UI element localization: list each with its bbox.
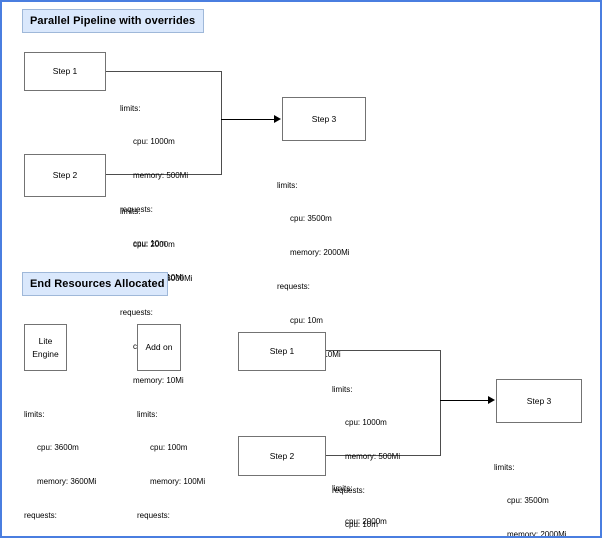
top-spec-step3-limits-cpu: cpu: 3500m	[290, 214, 332, 224]
top-connector-to-step3	[221, 119, 275, 120]
bottom-spec-lite-engine-limits-cpu: cpu: 3600m	[37, 443, 79, 453]
bottom-spec-step1-requests-cpu: cpu: 10m	[345, 520, 378, 530]
section-title-parallel-pipeline: Parallel Pipeline with overrides	[22, 9, 204, 33]
bottom-node-step3-label: Step 3	[526, 395, 552, 406]
bottom-spec-lite-engine: limits: cpu: 3600m memory: 3600Mi reques…	[24, 386, 97, 536]
bottom-spec-step2: limits: cpu: 2000m memory: 3000Mi reques…	[332, 460, 405, 536]
top-spec-step3-requests-header: requests:	[277, 282, 310, 292]
top-connector-step2-horizontal	[106, 174, 221, 175]
top-spec-step3-limits-memory: memory: 2000Mi	[290, 248, 350, 258]
top-node-step3[interactable]: Step 3	[282, 97, 366, 141]
bottom-node-step1[interactable]: Step 1	[238, 332, 326, 371]
bottom-spec-step3-limits-header: limits:	[494, 462, 515, 472]
top-arrowhead-step3	[274, 115, 281, 123]
top-spec-step1-limits-memory: memory: 500Mi	[133, 171, 189, 181]
bottom-spec-step3-limits-cpu: cpu: 3500m	[507, 496, 549, 506]
bottom-spec-step2-limits-cpu: cpu: 2000m	[345, 517, 387, 527]
top-node-step1-label: Step 1	[52, 66, 78, 77]
bottom-connector-junction-vertical	[440, 350, 441, 456]
top-node-step2[interactable]: Step 2	[24, 154, 106, 197]
top-spec-step3-requests-cpu: cpu: 10m	[290, 316, 323, 326]
bottom-node-step3[interactable]: Step 3	[496, 379, 582, 423]
top-spec-step1-requests-header: requests:	[120, 205, 153, 215]
bottom-spec-add-on-requests-header: requests:	[137, 511, 170, 521]
bottom-spec-step1: limits: cpu: 1000m memory: 500Mi request…	[332, 361, 401, 536]
bottom-node-step2-label: Step 2	[269, 450, 295, 461]
top-spec-step1-limits-cpu: cpu: 1000m	[133, 137, 175, 147]
bottom-node-lite-engine[interactable]: Lite Engine	[24, 324, 67, 371]
bottom-node-step1-label: Step 1	[269, 346, 295, 357]
bottom-node-lite-engine-label-line1: Lite	[38, 336, 53, 347]
bottom-spec-lite-engine-requests-header: requests:	[24, 511, 57, 521]
bottom-spec-step1-limits-header: limits:	[332, 384, 353, 394]
bottom-spec-lite-engine-limits-memory: memory: 3600Mi	[37, 477, 97, 487]
top-spec-step2-limits-cpu: cpu: 2000m	[133, 240, 175, 250]
top-spec-step2-limits-header: limits:	[120, 206, 141, 216]
top-spec-step3-limits-header: limits:	[277, 180, 298, 190]
bottom-spec-add-on: limits: cpu: 100m memory: 100Mi requests…	[137, 386, 206, 536]
bottom-connector-to-step3	[440, 400, 488, 401]
bottom-spec-step3: limits: cpu: 3500m memory: 2000Mi reques…	[494, 439, 567, 538]
top-spec-step2-requests-memory: memory: 10Mi	[133, 376, 184, 386]
bottom-node-step2[interactable]: Step 2	[238, 436, 326, 476]
top-node-step3-label: Step 3	[311, 113, 337, 124]
bottom-node-lite-engine-label-line2: Engine	[32, 348, 59, 359]
bottom-spec-step2-limits-header: limits:	[332, 483, 353, 493]
bottom-spec-add-on-limits-cpu: cpu: 100m	[150, 443, 188, 453]
top-node-step2-label: Step 2	[52, 170, 78, 181]
bottom-spec-step1-requests-header: requests:	[332, 486, 365, 496]
top-spec-step1-requests-cpu: cpu: 10m	[133, 239, 166, 249]
bottom-node-add-on-label: Add on	[145, 342, 173, 353]
bottom-connector-step2-horizontal	[326, 455, 440, 456]
bottom-spec-step3-limits-memory: memory: 2000Mi	[507, 530, 567, 538]
bottom-spec-add-on-limits-memory: memory: 100Mi	[150, 477, 206, 487]
bottom-connector-step1-horizontal	[326, 350, 440, 351]
bottom-spec-add-on-limits-header: limits:	[137, 409, 158, 419]
top-node-step1[interactable]: Step 1	[24, 52, 106, 91]
top-spec-step2-requests-header: requests:	[120, 308, 153, 318]
bottom-node-add-on[interactable]: Add on	[137, 324, 181, 371]
top-spec-step1-limits-header: limits:	[120, 103, 141, 113]
section-title-end-resources: End Resources Allocated	[22, 272, 168, 296]
top-connector-junction-vertical	[221, 71, 222, 175]
bottom-spec-step1-limits-cpu: cpu: 1000m	[345, 418, 387, 428]
bottom-spec-step1-limits-memory: memory: 500Mi	[345, 452, 401, 462]
bottom-arrowhead-step3	[488, 396, 495, 404]
top-connector-step1-horizontal	[106, 71, 221, 72]
bottom-spec-lite-engine-limits-header: limits:	[24, 409, 45, 419]
